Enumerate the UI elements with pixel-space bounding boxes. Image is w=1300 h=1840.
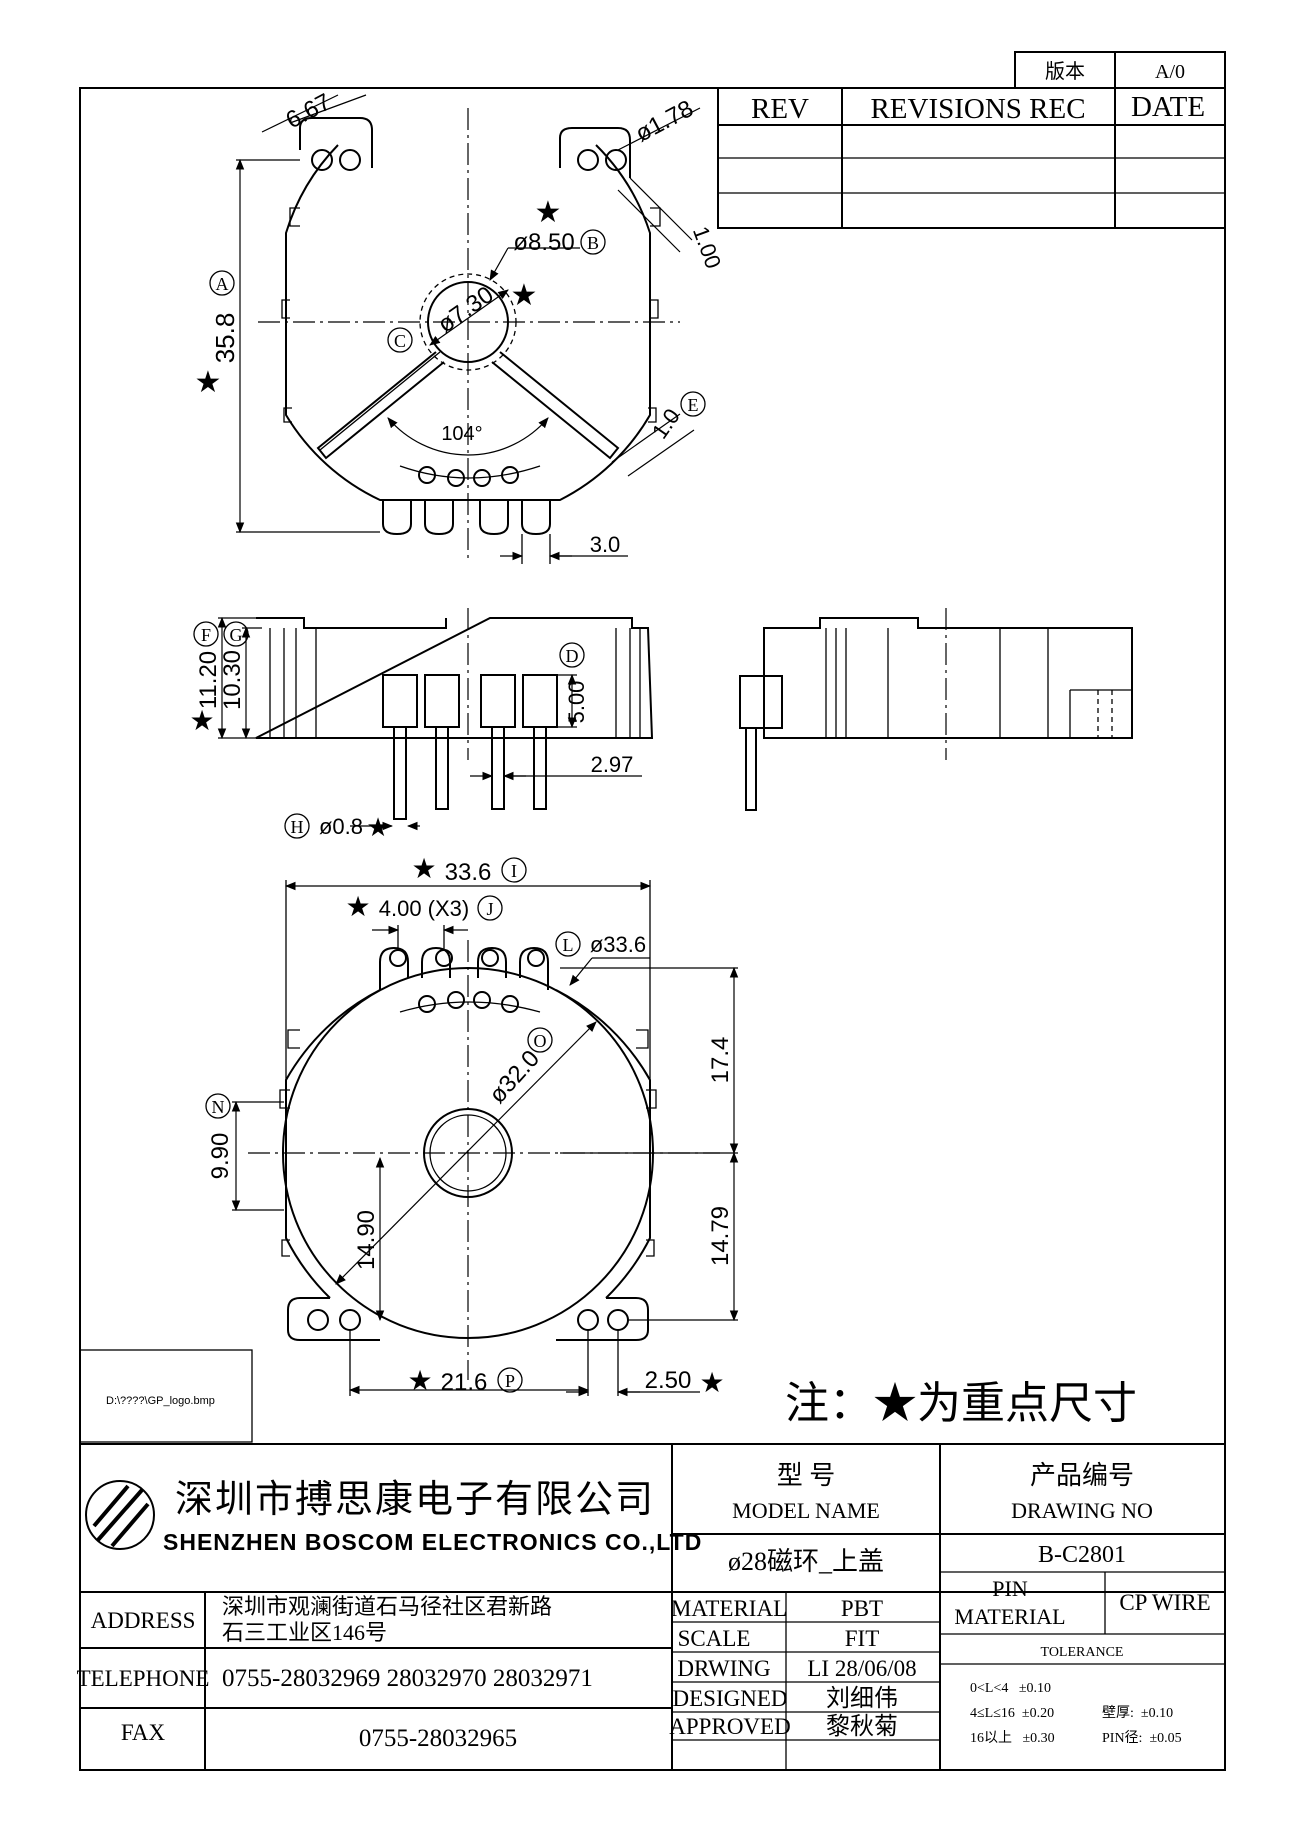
dim-14-90: 14.90 bbox=[353, 1210, 380, 1270]
version-label: 版本 bbox=[1045, 60, 1085, 83]
marker-p: P bbox=[505, 1371, 515, 1391]
version-box: 版本 A/0 bbox=[1014, 51, 1226, 89]
star-slot: ★ bbox=[535, 196, 562, 229]
marker-o: O bbox=[534, 1031, 547, 1051]
designed-label: DESIGNED bbox=[673, 1686, 788, 1711]
dim-1-78: ø1.78 bbox=[631, 95, 698, 148]
drwing-label: DRWING bbox=[677, 1656, 770, 1681]
logo-path: D:\????\GP_logo.bmp bbox=[106, 1395, 215, 1407]
star-11-20: ★ bbox=[189, 706, 214, 737]
tolerance-row-2: 4≤L≤16 ±0.20 bbox=[970, 1706, 1054, 1721]
star-bore: ★ bbox=[511, 279, 538, 312]
revisions-table: REV REVISIONS REC DATE bbox=[717, 87, 1226, 229]
approved-value: 黎秋菊 bbox=[826, 1713, 898, 1740]
material-label: MATERIAL bbox=[671, 1596, 787, 1621]
company-logo-icon bbox=[85, 1480, 155, 1550]
material-value: PBT bbox=[841, 1596, 883, 1621]
right-side-view bbox=[739, 608, 1133, 811]
tolerance-pin: PIN径: ±0.05 bbox=[1102, 1730, 1182, 1746]
dim-4-00: 4.00 (X3) bbox=[379, 896, 470, 921]
logo-box bbox=[79, 1349, 253, 1443]
star-0-8: ★ bbox=[366, 813, 389, 842]
star-33-6: ★ bbox=[411, 854, 436, 885]
dim-33-6: 33.6 bbox=[445, 859, 492, 886]
bottom-view: ★ 33.6 I ★ 4.00 (X3) J L ø33.6 ø32.0 O 1… bbox=[205, 854, 739, 1399]
tolerance-row-3: 16以上 ±0.30 bbox=[970, 1730, 1055, 1746]
version-value: A/0 bbox=[1155, 61, 1185, 83]
pin-label-1: PIN bbox=[992, 1576, 1028, 1601]
dim-2-50: 2.50 bbox=[645, 1367, 692, 1394]
dim-ph-33-6: ø33.6 bbox=[590, 932, 646, 957]
scale-label: SCALE bbox=[678, 1626, 751, 1651]
company-name-en: SHENZHEN BOSCOM ELECTRONICS CO.,LTD bbox=[163, 1529, 702, 1555]
dim-1-0: 1.0 bbox=[647, 404, 685, 443]
side-view: 11.20 10.30 ★ F G 5.00 D 2.97 H ø0.8 ★ bbox=[189, 608, 654, 842]
dim-3-0: 3.0 bbox=[590, 532, 621, 557]
pin-label-2: MATERIAL bbox=[954, 1604, 1065, 1629]
scale-value: FIT bbox=[845, 1626, 880, 1651]
marker-a: A bbox=[216, 274, 229, 294]
address-line2: 石三工业区146号 bbox=[222, 1620, 387, 1645]
title-block: 深圳市搏思康电子有限公司 SHENZHEN BOSCOM ELECTRONICS… bbox=[77, 1443, 1225, 1770]
designed-value: 刘细伟 bbox=[826, 1685, 898, 1712]
dim-6-67: 6.67 bbox=[282, 88, 336, 134]
telephone-value: 0755-28032969 28032970 28032971 bbox=[222, 1665, 593, 1692]
approved-label: APPROVED bbox=[669, 1714, 790, 1739]
star-2-50: ★ bbox=[699, 1368, 724, 1399]
fax-label: FAX bbox=[121, 1720, 166, 1745]
dim-11-20: 11.20 bbox=[195, 651, 222, 709]
dim-10-30: 10.30 bbox=[219, 650, 246, 710]
marker-c: C bbox=[394, 331, 406, 351]
company-name-cn: 深圳市搏思康电子有限公司 bbox=[175, 1479, 655, 1521]
tolerance-label: TOLERANCE bbox=[1041, 1645, 1124, 1660]
star-35-8: ★ bbox=[195, 366, 222, 399]
rev-header: REV bbox=[751, 93, 809, 125]
date-header: DATE bbox=[1131, 91, 1205, 123]
dim-0-8: ø0.8 bbox=[319, 814, 363, 839]
drwing-value: LI 28/06/08 bbox=[807, 1656, 916, 1681]
dim-32-0: ø32.0 bbox=[484, 1045, 545, 1109]
dim-17-4: 17.4 bbox=[707, 1037, 734, 1084]
marker-h: H bbox=[291, 817, 304, 837]
drawing-no-value: B-C2801 bbox=[1038, 1542, 1126, 1568]
address-line1: 深圳市观澜街道石马径社区君新路 bbox=[222, 1594, 552, 1619]
marker-g: G bbox=[230, 625, 243, 645]
marker-d: D bbox=[566, 646, 579, 666]
drawing-frame bbox=[79, 87, 1226, 1771]
model-value: ø28磁环_上盖 bbox=[728, 1547, 884, 1576]
marker-i: I bbox=[511, 861, 517, 881]
dim-2-97: 2.97 bbox=[591, 752, 634, 777]
top-view: ★ 35.8 A 6.67 ø1.78 1.00 ★ ø8.50 B ★ ø7.… bbox=[195, 88, 726, 564]
drawing-label-en: DRAWING NO bbox=[1011, 1498, 1153, 1523]
dim-21-6: 21.6 bbox=[441, 1369, 488, 1396]
marker-f: F bbox=[201, 625, 211, 645]
marker-l: L bbox=[563, 935, 574, 955]
tolerance-wall: 壁厚: ±0.10 bbox=[1102, 1705, 1173, 1721]
dim-1-00: 1.00 bbox=[688, 223, 726, 272]
model-label-en: MODEL NAME bbox=[732, 1498, 880, 1523]
marker-b: B bbox=[587, 233, 599, 253]
dim-9-90: 9.90 bbox=[207, 1133, 234, 1180]
fax-value: 0755-28032965 bbox=[359, 1725, 517, 1752]
dim-8-50: ø8.50 bbox=[513, 229, 574, 256]
drawing-label-cn: 产品编号 bbox=[1030, 1461, 1134, 1490]
dim-104: 104° bbox=[441, 423, 482, 445]
dim-35-8: 35.8 bbox=[210, 313, 240, 364]
address-label: ADDRESS bbox=[91, 1608, 196, 1633]
revisions-rec-header: REVISIONS REC bbox=[870, 93, 1085, 125]
marker-j: J bbox=[486, 899, 493, 919]
pin-value: CP WIRE bbox=[1119, 1590, 1210, 1615]
key-dimension-note: 注：★为重点尺寸 bbox=[785, 1379, 1137, 1428]
marker-e: E bbox=[688, 395, 699, 415]
tolerance-row-1: 0<L<4 ±0.10 bbox=[970, 1681, 1051, 1696]
model-label-cn: 型 号 bbox=[777, 1461, 836, 1490]
marker-n: N bbox=[212, 1097, 225, 1117]
dim-14-79: 14.79 bbox=[707, 1206, 734, 1266]
telephone-label: TELEPHONE bbox=[77, 1666, 210, 1691]
dim-5-00: 5.00 bbox=[564, 681, 589, 724]
star-21-6: ★ bbox=[407, 1366, 432, 1397]
star-4-00: ★ bbox=[345, 892, 370, 923]
